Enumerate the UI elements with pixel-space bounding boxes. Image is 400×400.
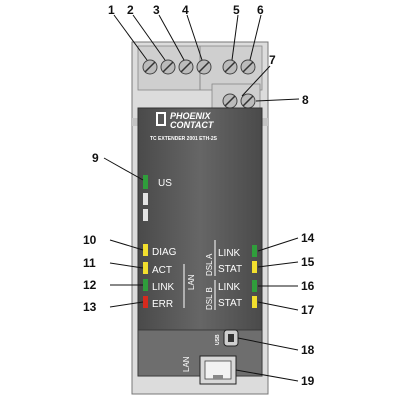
label-diag: DIAG xyxy=(152,247,177,258)
label-dsl-a-link: LINK xyxy=(218,248,241,259)
front-panel xyxy=(137,107,263,377)
callout-11: 11 xyxy=(83,256,96,270)
usb-port[interactable] xyxy=(223,329,239,347)
terminal-screw-1[interactable] xyxy=(142,59,158,75)
callout-19: 19 xyxy=(301,374,315,388)
terminal-screw-6[interactable] xyxy=(240,59,256,75)
callout-10: 10 xyxy=(83,233,97,247)
callout-12: 12 xyxy=(83,278,97,292)
label-dsl-b-link: LINK xyxy=(218,282,241,293)
brand-line2: CONTACT xyxy=(170,120,215,130)
terminal-screw-8[interactable] xyxy=(240,93,256,109)
callout-8: 8 xyxy=(302,93,309,107)
callout-4: 4 xyxy=(182,3,189,17)
label-err: ERR xyxy=(152,299,173,310)
label-lan-link: LINK xyxy=(152,282,175,293)
leader-lines xyxy=(103,14,300,382)
callout-17: 17 xyxy=(301,303,315,317)
led-err xyxy=(143,296,148,308)
label-dsl-b-stat: STAT xyxy=(218,298,242,309)
lan-port[interactable] xyxy=(199,355,237,385)
led-act xyxy=(143,262,148,274)
label-us: US xyxy=(158,178,172,189)
callout-9: 9 xyxy=(92,151,99,165)
terminal-screw-5[interactable] xyxy=(222,59,238,75)
led-dsl-a-link xyxy=(252,245,257,257)
terminal-block-top xyxy=(142,59,256,109)
model-label: TC EXTENDER 2001 ETH-2S xyxy=(150,136,218,142)
label-dsl-b: DSL B xyxy=(205,287,214,310)
label-dsl-a-stat: STAT xyxy=(218,264,242,275)
callout-15: 15 xyxy=(301,255,315,269)
callout-3: 3 xyxy=(153,3,160,17)
callout-1: 1 xyxy=(108,3,115,17)
led-dsl-a-stat xyxy=(252,261,257,273)
label-act: ACT xyxy=(152,265,172,276)
callouts: 1 2 3 4 5 6 7 8 9 10 11 12 13 14 15 16 1… xyxy=(83,3,315,388)
terminal-screw-4[interactable] xyxy=(196,59,212,75)
led-dsl-b-stat xyxy=(252,296,257,308)
callout-7: 7 xyxy=(269,53,276,67)
brand-logo: PHOENIX CONTACT xyxy=(156,111,215,130)
callout-5: 5 xyxy=(233,3,240,17)
label-usb: USB xyxy=(215,334,221,345)
terminal-screw-3[interactable] xyxy=(178,59,194,75)
led-dsl-b-link xyxy=(252,280,257,292)
led-diag xyxy=(143,244,148,256)
terminal-screw-2[interactable] xyxy=(160,59,176,75)
led-us xyxy=(143,175,148,189)
indicator-window xyxy=(143,209,148,221)
callout-2: 2 xyxy=(127,3,134,17)
indicator-window xyxy=(143,193,148,205)
label-lan-port: LAN xyxy=(182,356,191,372)
led-lan-link xyxy=(143,279,148,291)
terminal-screw-7[interactable] xyxy=(222,93,238,109)
brand-line1: PHOENIX xyxy=(170,111,212,121)
callout-13: 13 xyxy=(83,300,97,314)
callout-6: 6 xyxy=(257,3,264,17)
label-lan-group: LAN xyxy=(187,274,196,290)
label-dsl-a: DSL A xyxy=(205,253,214,276)
callout-14: 14 xyxy=(301,231,315,245)
callout-18: 18 xyxy=(301,343,315,357)
callout-16: 16 xyxy=(301,279,315,293)
